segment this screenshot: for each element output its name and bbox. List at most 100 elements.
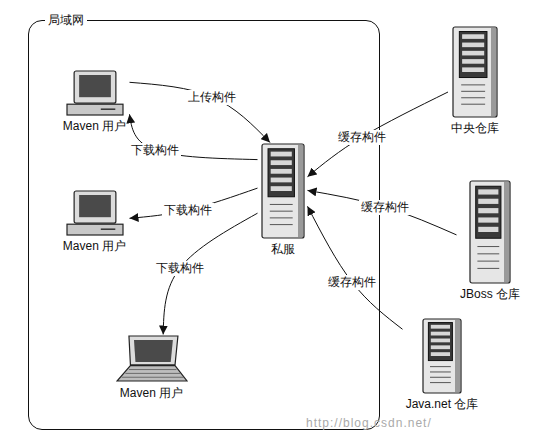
flow-arrow (130, 82, 271, 142)
network-region: 局域网Maven 用户私服Maven 用户Maven 用户 (28, 20, 380, 430)
vent-line (430, 366, 451, 367)
server-panel (268, 148, 294, 196)
monitor (74, 191, 116, 223)
server-node: 中央仓库 (448, 26, 502, 136)
node-label: Maven 用户 (60, 239, 130, 254)
vent-line (477, 246, 499, 247)
laptop-screen (134, 340, 173, 362)
vent-line (461, 91, 485, 92)
watermark: http://blog.csdn.net/ (306, 416, 432, 430)
vent-line (269, 210, 292, 211)
server-icon (422, 318, 462, 394)
drive-slot (478, 227, 498, 232)
computer-node: Maven 用户 (60, 70, 130, 134)
server-side (504, 182, 509, 282)
drive-slot (270, 151, 291, 156)
screen (79, 75, 111, 97)
drive-slot (478, 199, 498, 204)
vent-line (430, 377, 451, 378)
server-icon (452, 26, 498, 118)
server-body (453, 27, 497, 117)
server-node: Java.net 仓库 (403, 318, 482, 412)
monitor (74, 71, 116, 103)
drive-slot (478, 189, 498, 194)
vent-line (430, 382, 451, 383)
pc-icon (66, 70, 124, 116)
node-label: Maven 用户 (113, 386, 191, 401)
vent-line (269, 217, 292, 218)
edge-label: 下载构件 (129, 143, 181, 158)
server-side (491, 28, 496, 116)
drive-slot (478, 217, 498, 222)
key-row (121, 376, 183, 377)
computer-node: Maven 用户 (113, 335, 191, 401)
drive-slot (462, 34, 484, 39)
server-node: 私服 (258, 143, 308, 257)
drive-slot (478, 208, 498, 213)
drive-slot (431, 352, 450, 356)
server-side (298, 145, 303, 237)
drive-bay (100, 228, 115, 230)
server-node: JBoss 仓库 (457, 180, 524, 302)
laptop-keyboard (117, 365, 187, 380)
drive-slot (431, 345, 450, 349)
computer-node: Maven 用户 (60, 190, 130, 254)
drive-slot (462, 67, 484, 72)
drive-slot (431, 332, 450, 336)
edge-label: 下载构件 (162, 203, 214, 218)
desktop-case (67, 104, 123, 115)
server-side (455, 320, 460, 392)
drive-slot (462, 51, 484, 56)
desktop-case (67, 224, 123, 235)
node-label: Maven 用户 (60, 119, 130, 134)
drive-bay (100, 108, 115, 110)
flow-arrow (308, 206, 403, 329)
edge-label: 缓存构件 (336, 130, 388, 145)
pc-icon (66, 190, 124, 236)
vent-line (269, 203, 292, 204)
drive-slot (270, 160, 291, 165)
laptop-icon (116, 335, 188, 383)
server-panel (428, 323, 452, 361)
node-label: 私服 (258, 242, 308, 257)
region-title: 局域网 (45, 12, 87, 28)
flow-arrow (308, 92, 449, 177)
drive-slot (270, 177, 291, 182)
drive-slot (270, 186, 291, 191)
server-icon (469, 180, 511, 284)
key-row (128, 369, 176, 370)
vent-line (477, 268, 499, 269)
drive-slot (431, 325, 450, 329)
server-body (470, 181, 510, 283)
edge-label: 上传构件 (186, 90, 238, 105)
server-panel (476, 186, 501, 238)
server-icon (261, 143, 305, 239)
vent-line (477, 261, 499, 262)
node-label: JBoss 仓库 (457, 287, 524, 302)
laptop-lid (128, 336, 177, 365)
flow-arrow (308, 190, 457, 235)
drive-slot (270, 168, 291, 173)
node-label: 中央仓库 (448, 121, 502, 136)
vent-line (430, 371, 451, 372)
drive-slot (462, 43, 484, 48)
vent-line (269, 224, 292, 225)
edge-label: 缓存构件 (359, 200, 411, 215)
key-row (125, 372, 180, 373)
server-panel (459, 32, 487, 78)
server-body (262, 144, 304, 238)
vent-line (461, 97, 485, 98)
vent-line (461, 104, 485, 105)
drive-slot (462, 59, 484, 64)
flow-arrow (130, 114, 258, 159)
edge-label: 缓存构件 (326, 275, 378, 290)
flow-arrow (130, 188, 258, 218)
node-label: Java.net 仓库 (403, 397, 482, 412)
drive-slot (431, 339, 450, 343)
edge-label: 下载构件 (154, 261, 206, 276)
server-body (423, 319, 461, 393)
screen (79, 195, 111, 217)
vent-line (461, 84, 485, 85)
vent-line (477, 253, 499, 254)
